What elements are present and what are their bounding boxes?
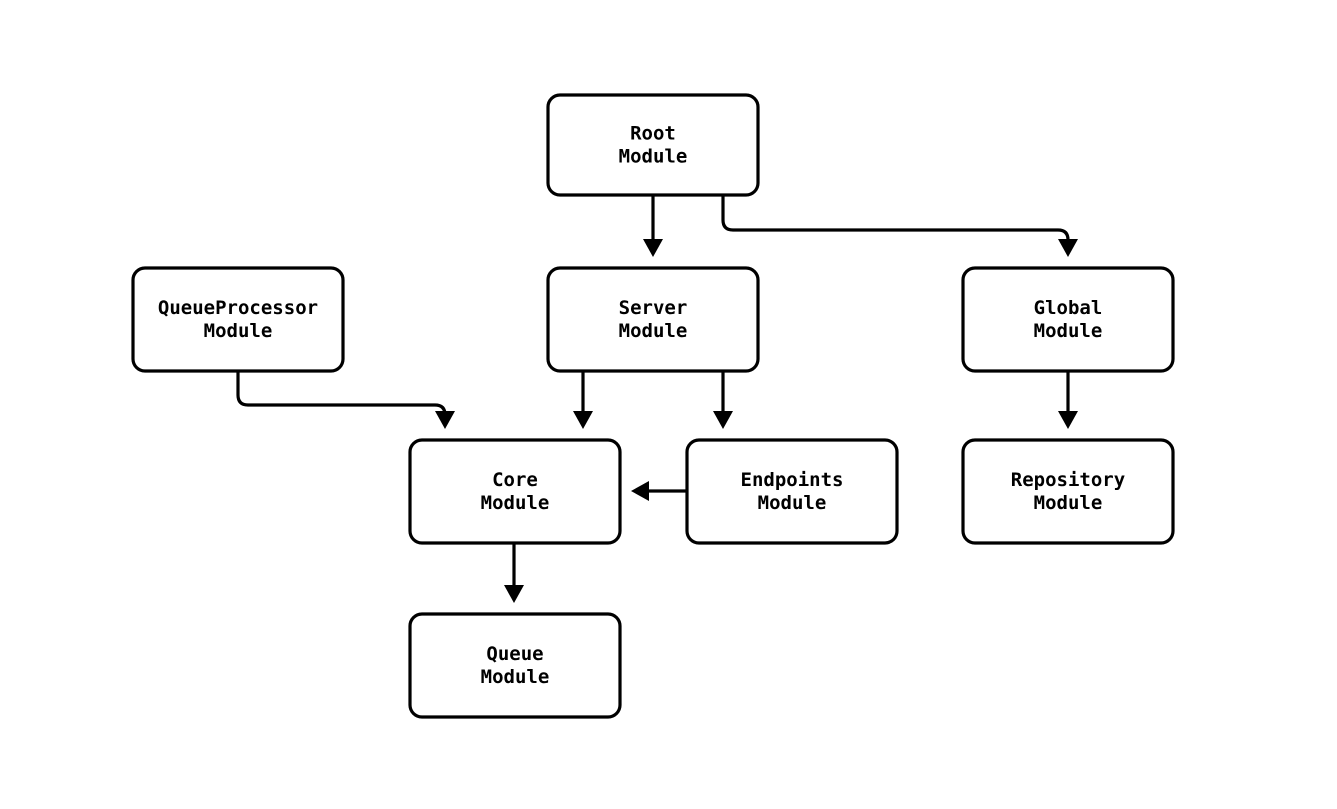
edge-server-to-endpoints	[713, 371, 733, 429]
edge-root-to-global	[721, 195, 1078, 257]
arrowhead-endpoints-to-core	[631, 481, 649, 501]
node-label-queue-line2: Module	[481, 666, 550, 688]
edge-core-to-queue	[504, 543, 524, 603]
arrowhead-server-to-endpoints	[713, 411, 733, 429]
node-label-core-line1: Core	[492, 469, 538, 491]
arrowhead-core-to-queue	[504, 585, 524, 603]
edge-queueprocessor-to-core	[236, 371, 455, 429]
node-box-global[interactable]	[961, 266, 1175, 373]
edge-server-to-core	[573, 371, 593, 429]
node-box-queueprocessor[interactable]	[131, 266, 345, 373]
node-box-repository[interactable]	[961, 438, 1175, 545]
arrowhead-root-to-server	[643, 239, 663, 257]
node-label-core-line2: Module	[481, 492, 550, 514]
edge-root-to-server	[643, 195, 663, 257]
node-box-root[interactable]	[546, 93, 760, 197]
node-label-server-line1: Server	[619, 297, 688, 319]
edge-endpoints-to-core	[631, 481, 687, 501]
node-label-global-line1: Global	[1034, 297, 1103, 319]
node-label-repository-line1: Repository	[1011, 469, 1125, 491]
arrowhead-global-to-repository	[1058, 411, 1078, 429]
node-label-server-line2: Module	[619, 320, 688, 342]
node-label-repository-line2: Module	[1034, 492, 1103, 514]
node-box-server[interactable]	[546, 266, 760, 373]
node-label-queueprocessor-line1: QueueProcessor	[158, 297, 318, 319]
node-box-core[interactable]	[408, 438, 622, 545]
arrowhead-queueprocessor-to-core	[435, 411, 455, 429]
node-box-queue[interactable]	[408, 612, 622, 719]
node-box-endpoints[interactable]	[685, 438, 899, 545]
arrowhead-server-to-core	[573, 411, 593, 429]
node-label-global-line2: Module	[1034, 320, 1103, 342]
edge-global-to-repository	[1058, 371, 1078, 429]
node-label-root-line2: Module	[619, 146, 688, 168]
node-label-endpoints-line2: Module	[758, 492, 827, 514]
node-label-endpoints-line1: Endpoints	[741, 469, 844, 491]
edge-layer	[236, 195, 1078, 603]
node-label-queueprocessor-line2: Module	[204, 320, 273, 342]
node-label-root-line1: Root	[630, 123, 676, 145]
arrowhead-root-to-global	[1058, 239, 1078, 257]
node-layer: RootModuleQueueProcessorModuleServerModu…	[131, 93, 1175, 719]
node-label-queue-line1: Queue	[486, 643, 543, 665]
